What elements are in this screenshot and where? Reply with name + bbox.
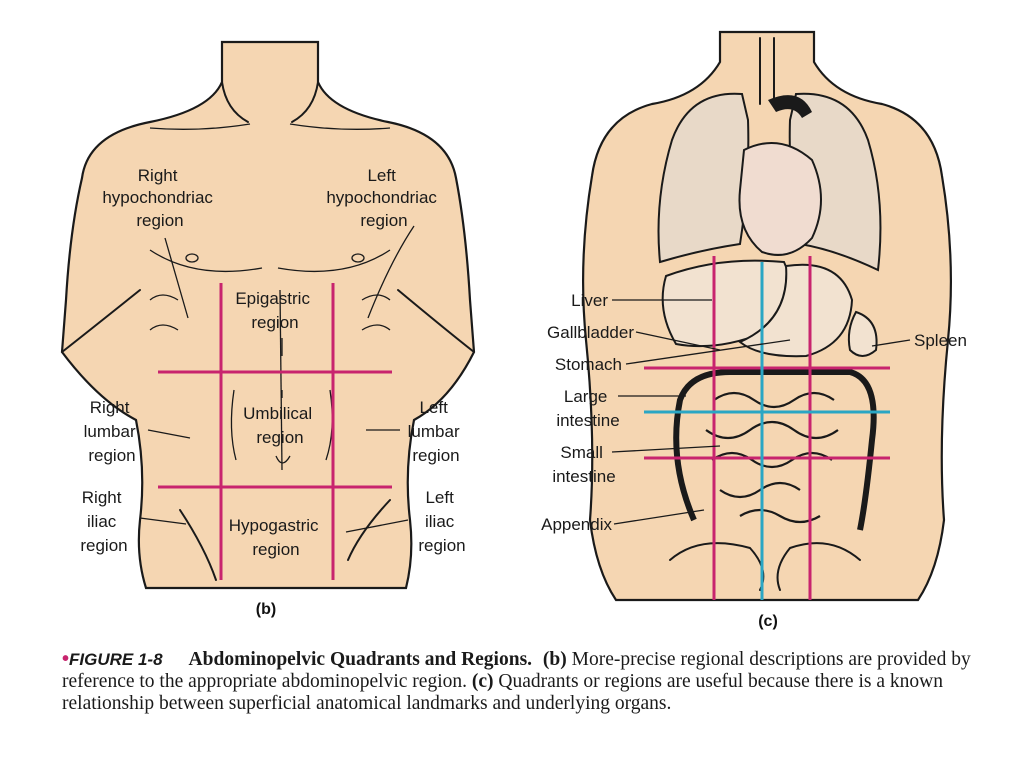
rib-left-1 (149, 294, 179, 301)
caption-c-text: Quadrants or regions are useful because … (62, 671, 943, 714)
small-intestine (705, 391, 839, 524)
figure-title: Abdominopelvic Quadrants and Regions. (188, 649, 533, 670)
leader-spleen (871, 339, 911, 347)
aorta (768, 95, 812, 118)
label-left-lumbar: Left lumbar region (408, 398, 465, 465)
caption-bullet: • (62, 648, 70, 670)
groin-left (179, 509, 217, 581)
rib-left-2 (149, 324, 179, 331)
label-liver: Liver (571, 291, 608, 310)
rib-right-2 (361, 324, 391, 331)
caption-c-marker: (c) (471, 671, 494, 692)
label-hypogastric: Hypogastric region (229, 516, 324, 559)
abdominopelvic-figure: Right hypochondriac region Left hypochon… (60, 30, 967, 630)
torso-b-outline (60, 40, 476, 590)
leader-left-hypochondriac (367, 225, 415, 319)
neck-line-left (221, 81, 249, 123)
nipple-right (351, 253, 365, 263)
label-right-lumbar: Right lumbar region (84, 398, 141, 465)
panel-b: Right hypochondriac region Left hypochon… (60, 40, 476, 618)
leader-left-iliac (345, 519, 409, 533)
neck-line-right (291, 81, 319, 123)
label-large-intestine: Large intestine (556, 387, 619, 430)
heart (738, 142, 822, 256)
clavicle-right (289, 123, 391, 130)
nipple-left (185, 253, 199, 263)
label-right-iliac: Right iliac region (80, 488, 127, 555)
groin-right (347, 499, 391, 561)
label-umbilical: Umbilical region (243, 404, 317, 447)
leader-stomach (625, 339, 791, 365)
label-left-iliac: Left iliac region (418, 488, 465, 555)
caption-b-text: More-precise regional descriptions are p… (62, 649, 971, 692)
label-gallbladder: Gallbladder (547, 323, 634, 342)
leader-right-hypochondriac (164, 237, 189, 319)
label-stomach: Stomach (555, 355, 622, 374)
figure-number: FIGURE 1-8 (69, 650, 163, 669)
navel (275, 455, 291, 464)
arm-gap-right (397, 289, 475, 353)
abs-line (279, 289, 283, 471)
leader-right-iliac (139, 517, 187, 525)
clavicle-left (149, 123, 251, 130)
label-epigastric: Epigastric region (235, 289, 314, 332)
label-left-hypochondriac: Left hypochondriac region (326, 166, 441, 230)
pectoral-left (149, 249, 263, 273)
panel-c: Liver Gallbladder Stomach Large intestin… (541, 30, 967, 630)
caption-b-marker: (b) (542, 649, 567, 670)
label-spleen: Spleen (914, 331, 967, 350)
leader-small-intestine (611, 445, 721, 453)
figure-caption: •FIGURE 1-8 Abdominopelvic Quadrants and … (62, 648, 992, 715)
leader-gallbladder (635, 331, 721, 351)
leader-right-lumbar (147, 429, 191, 439)
pectoral-right (277, 249, 391, 273)
large-intestine (673, 369, 877, 531)
trachea (759, 37, 775, 105)
label-right-hypochondriac: Right hypochondriac region (102, 166, 217, 230)
spleen (847, 310, 878, 357)
stomach (738, 263, 854, 358)
panel-c-letter: (c) (758, 613, 778, 630)
abs-left-curve (230, 389, 237, 461)
leader-appendix (613, 509, 705, 525)
arm-gap-left (61, 289, 141, 353)
panel-b-letter: (b) (256, 601, 276, 618)
label-appendix: Appendix (541, 515, 612, 534)
label-small-intestine: Small intestine (552, 443, 615, 486)
